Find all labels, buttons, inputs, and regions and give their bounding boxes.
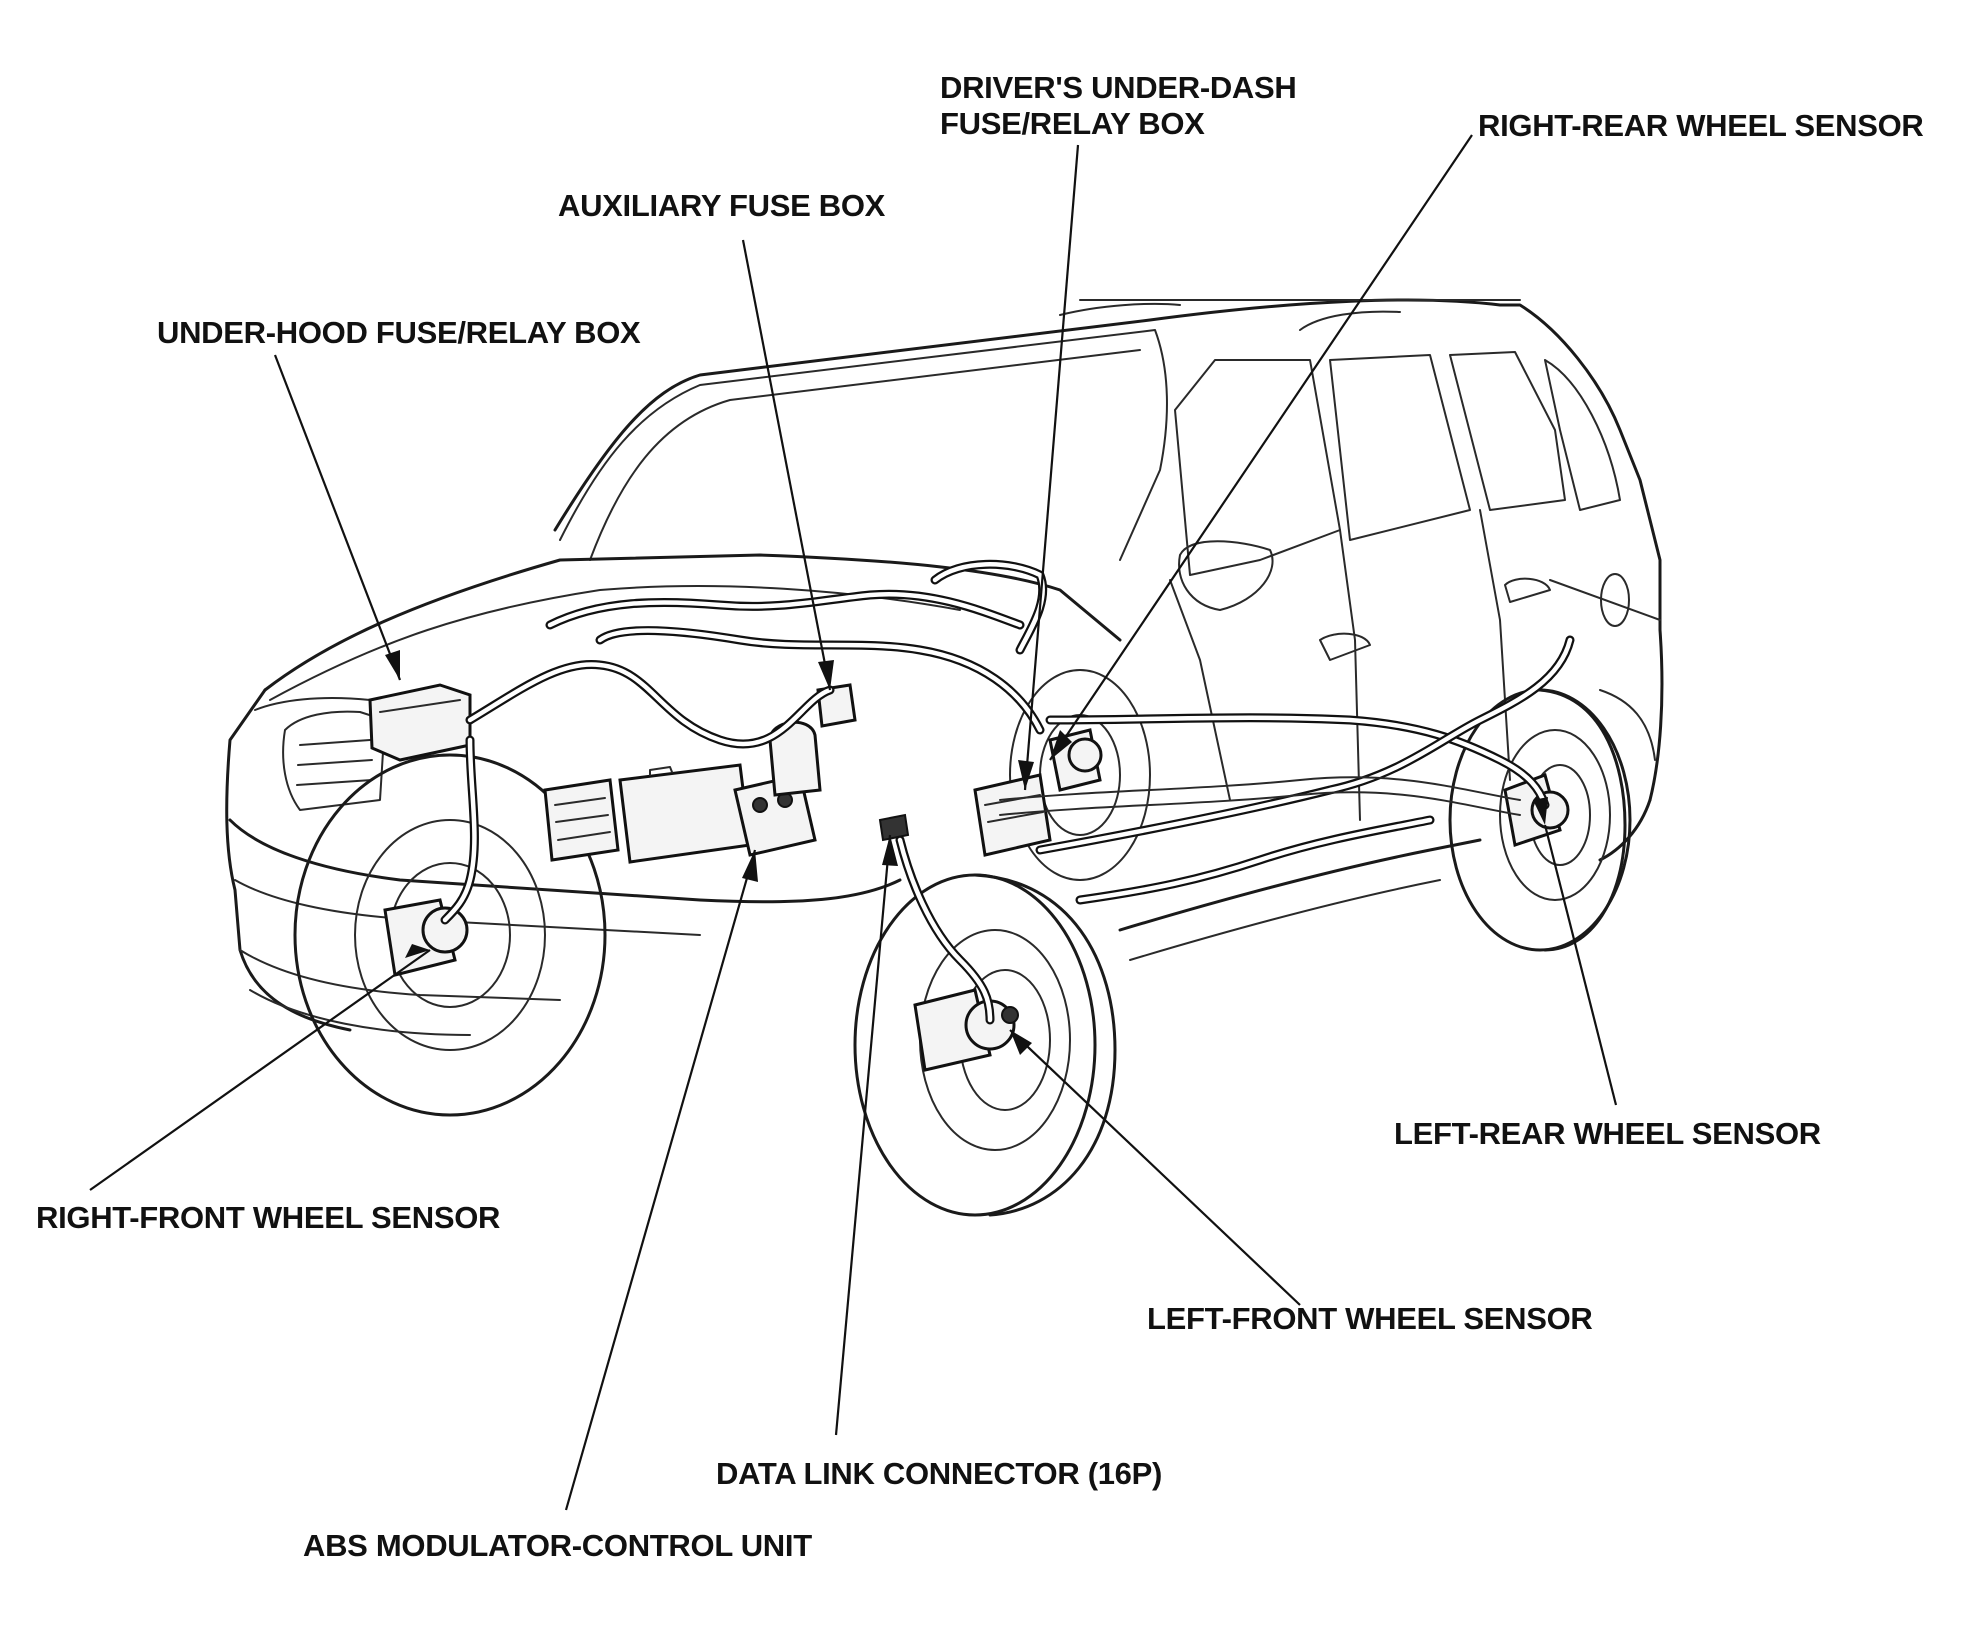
leader-auxiliary-fuse-box bbox=[741, 239, 832, 691]
label-left-front-wheel-sensor: LEFT-FRONT WHEEL SENSOR bbox=[1147, 1301, 1593, 1336]
leader-drivers-under-dash bbox=[1023, 144, 1080, 791]
label-right-front-wheel-sensor: RIGHT-FRONT WHEEL SENSOR bbox=[36, 1200, 501, 1235]
brake-assemblies bbox=[383, 728, 1570, 1072]
leader-lines bbox=[89, 134, 1618, 1511]
wire-harness bbox=[440, 559, 1575, 1025]
label-under-hood-fuse-relay-box: UNDER-HOOD FUSE/RELAY BOX bbox=[157, 315, 641, 350]
leader-right-rear-sensor bbox=[1049, 134, 1473, 761]
leader-data-link-connector bbox=[834, 834, 892, 1436]
leader-under-hood-box bbox=[273, 354, 402, 681]
leader-right-front-sensor bbox=[89, 949, 431, 1191]
label-left-rear-wheel-sensor: LEFT-REAR WHEEL SENSOR bbox=[1394, 1116, 1821, 1151]
leader-abs-modulator bbox=[564, 849, 757, 1511]
label-data-link-connector: DATA LINK CONNECTOR (16P) bbox=[716, 1456, 1163, 1491]
label-drivers-under-dash-fuse-relay-box: DRIVER'S UNDER-DASH FUSE/RELAY BOX bbox=[940, 70, 1297, 141]
leader-left-front-sensor bbox=[1009, 1029, 1301, 1306]
under-hood-fuse-box-shape bbox=[368, 683, 472, 762]
label-right-rear-wheel-sensor: RIGHT-REAR WHEEL SENSOR bbox=[1478, 108, 1924, 143]
label-auxiliary-fuse-box: AUXILIARY FUSE BOX bbox=[558, 188, 886, 223]
leader-left-rear-sensor bbox=[1543, 824, 1618, 1106]
label-abs-modulator-control-unit: ABS MODULATOR-CONTROL UNIT bbox=[303, 1528, 812, 1563]
